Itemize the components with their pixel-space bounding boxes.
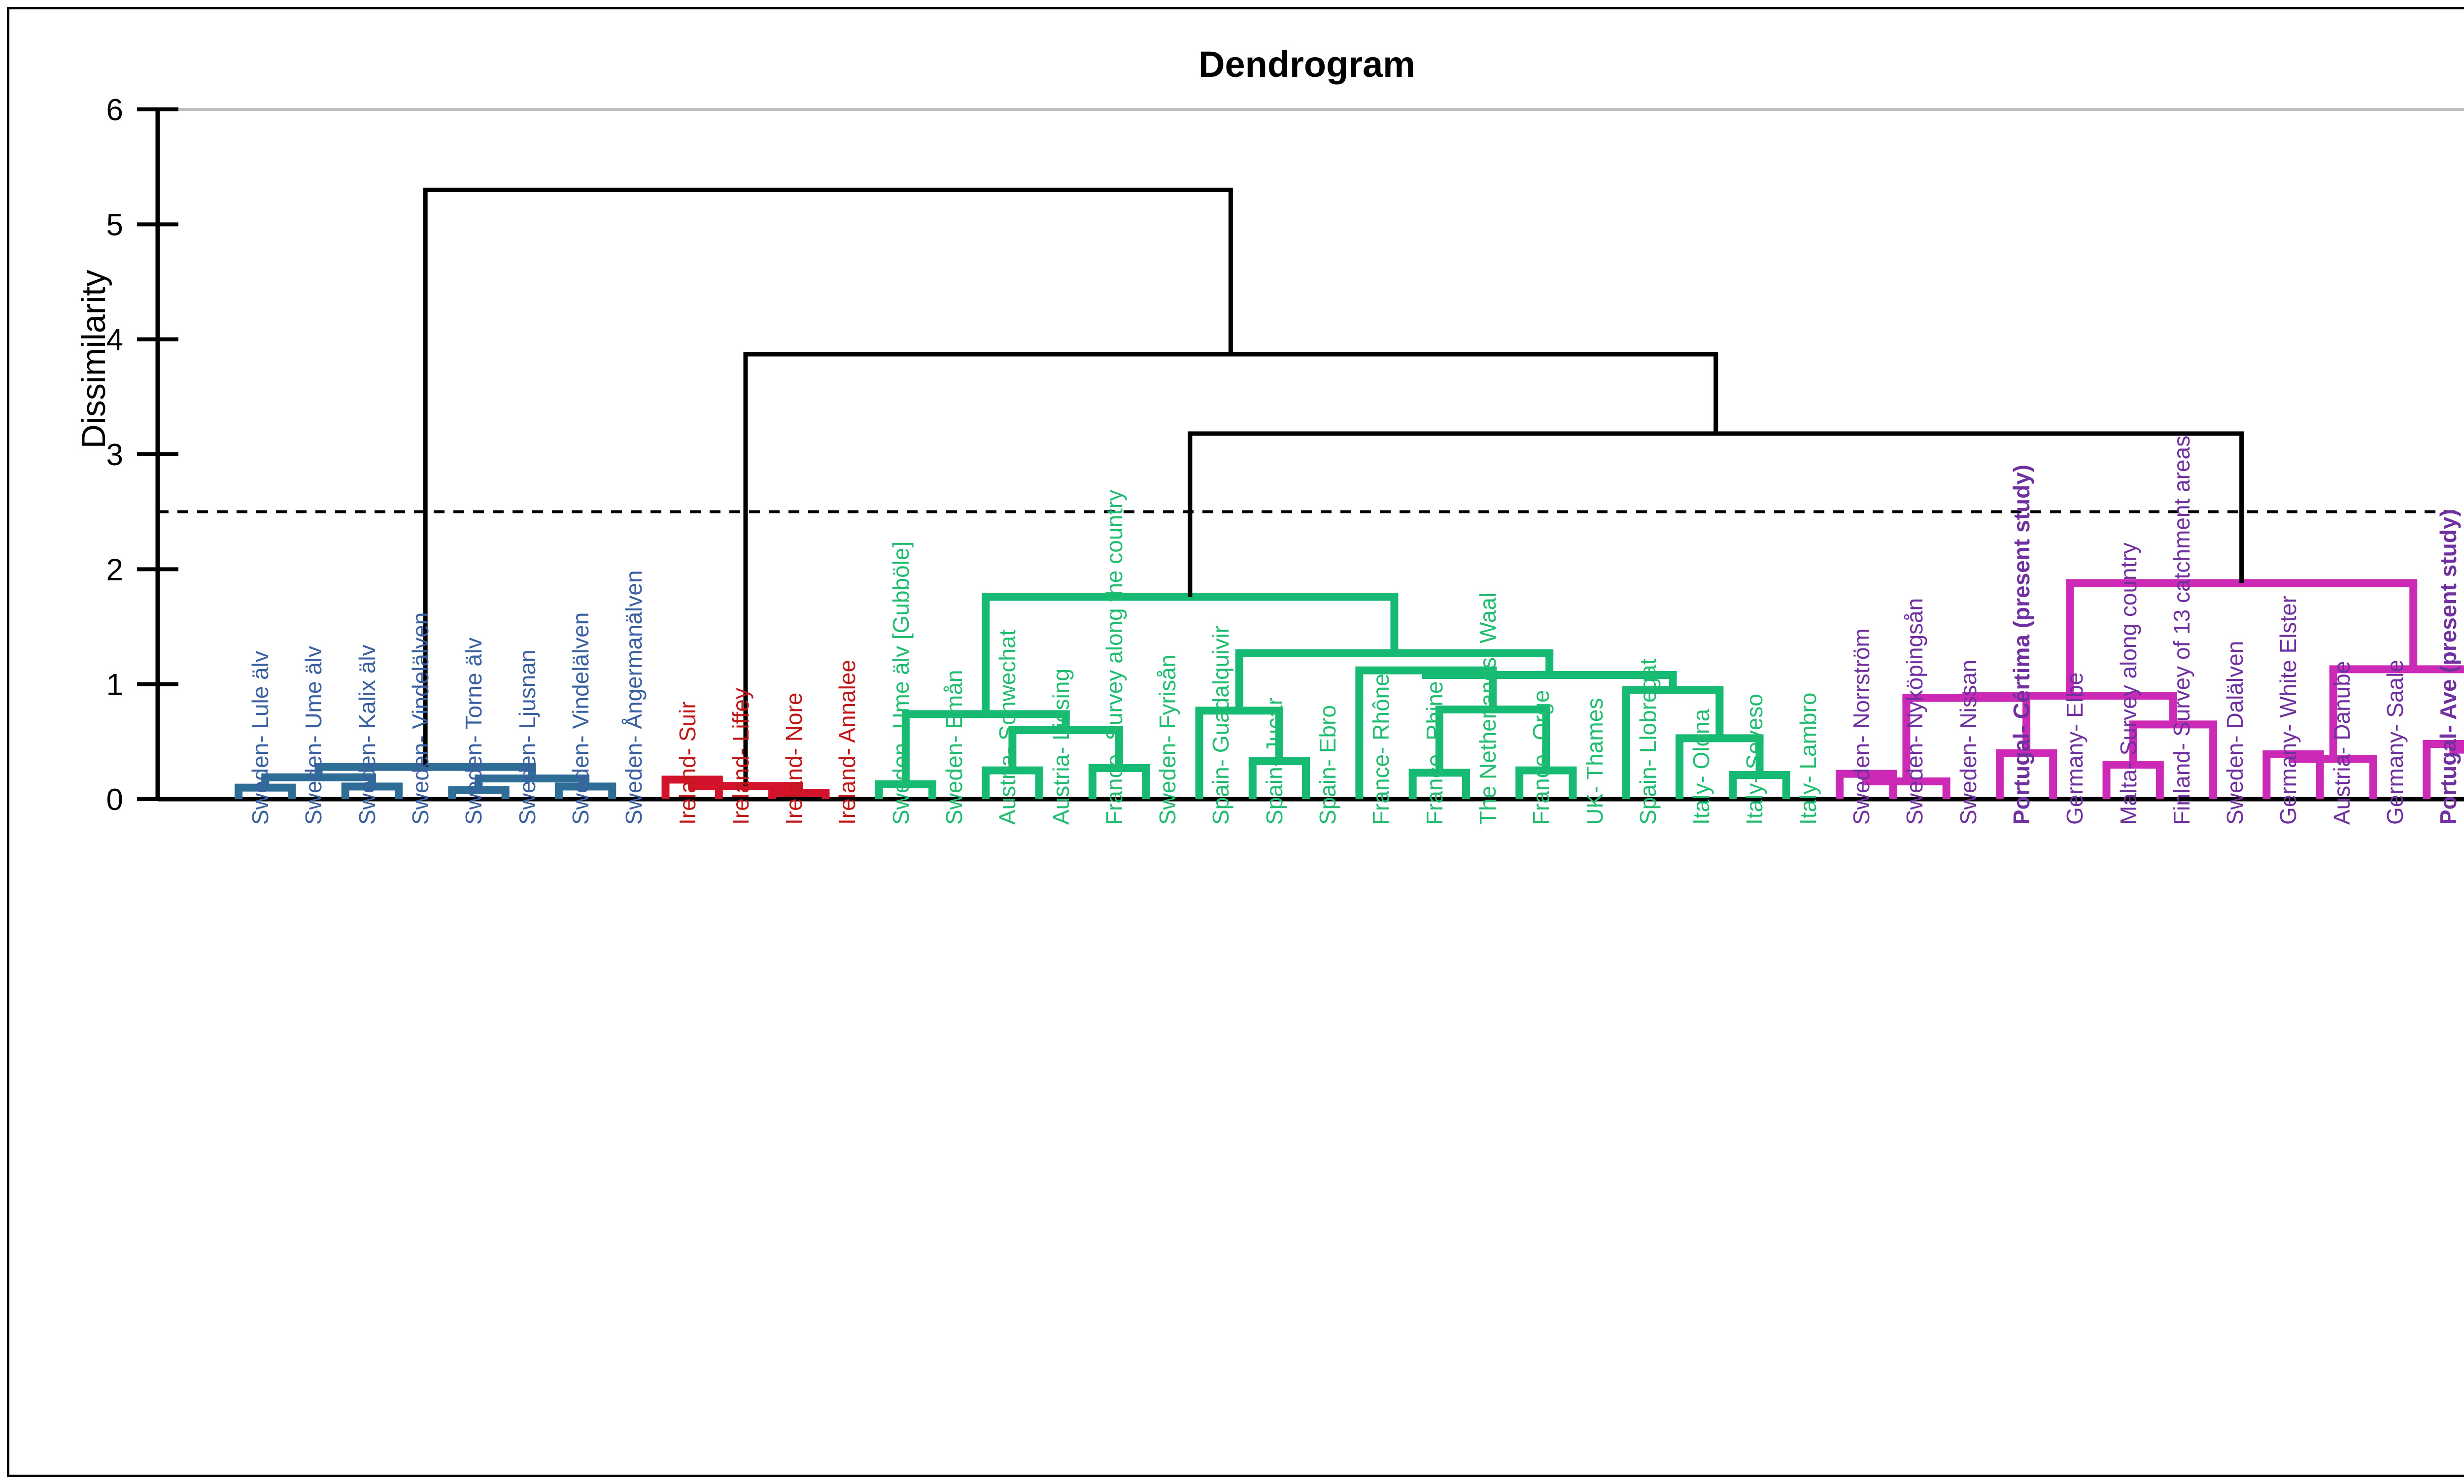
leaf-label-10: Ireland- Nore xyxy=(781,692,807,825)
leaf-label-23: The Netherlands- Waal xyxy=(1474,592,1501,825)
leaf-label-16: France- Survey along the country xyxy=(1101,489,1127,825)
page-title: Dendrogram xyxy=(1198,44,1415,85)
dendro-merge-m38 xyxy=(2449,744,2464,754)
leaf-label-14: Austria- Schwechat xyxy=(994,629,1021,825)
leaf-label-21: France- Rhône xyxy=(1368,674,1394,825)
leaf-label-37: Sweden- Dalälven xyxy=(2222,641,2248,825)
leaf-label-0: Sweden- Lule älv xyxy=(247,651,274,825)
leaf-label-29: Italy- Lambro xyxy=(1795,692,1821,825)
leaf-label-41: Portugal- Ave (present study) xyxy=(2435,509,2462,825)
y-tick-label: 2 xyxy=(106,553,123,587)
leaf-label-7: Sweden- Ångermanälven xyxy=(621,570,647,825)
leaf-label-12: Sweden- Ume älv [Gubböle] xyxy=(888,541,914,825)
leaf-label-34: Germany- Elbe xyxy=(2062,672,2088,825)
leaf-label-27: Italy- Olona xyxy=(1688,708,1714,825)
leaf-label-13: Sweden- Emån xyxy=(941,670,967,825)
leaf-label-26: Spain- Llobregat xyxy=(1635,658,1661,825)
leaf-label-35: Malta- Survey along country xyxy=(2115,542,2141,825)
leaf-label-38: Germany- White Elster xyxy=(2275,595,2301,825)
leaf-label-31: Sweden- Nyköpingsån xyxy=(1902,598,1928,825)
leaf-label-32: Sweden- Nissan xyxy=(1955,660,1981,825)
leaf-label-33: Portugal- Cértima (present study) xyxy=(2008,465,2034,825)
y-tick-label: 4 xyxy=(106,323,123,357)
leaf-label-1: Sweden- Ume älv xyxy=(301,645,327,825)
y-tick-label: 5 xyxy=(106,208,123,242)
leaf-label-15: Austria- Liesing xyxy=(1048,668,1074,825)
y-tick-label: 0 xyxy=(106,783,123,817)
y-tick-label: 6 xyxy=(106,93,123,127)
leaf-label-6: Sweden- Vindelälven xyxy=(567,612,593,825)
figure-border xyxy=(7,7,2464,1477)
leaf-label-3: Sweden- Vindelälven xyxy=(408,612,434,825)
leaf-label-9: Ireland- Liffey xyxy=(727,688,753,825)
y-tick-label: 3 xyxy=(106,438,123,472)
leaf-label-30: Sweden- Norrström xyxy=(1848,628,1875,825)
leaf-label-20: Spain- Ebro xyxy=(1315,705,1341,825)
leaf-label-18: Spain- Guadalquivir xyxy=(1208,625,1234,825)
leaf-label-25: UK- Thames xyxy=(1581,698,1608,825)
leaf-label-19: Spain- Jucar xyxy=(1261,697,1287,825)
leaf-label-40: Germany- Saale xyxy=(2382,660,2408,825)
leaf-label-8: Ireland- Suir xyxy=(674,701,700,825)
leaf-label-36: Finland- Survey of 13 catchment areas xyxy=(2168,435,2194,825)
leaf-label-5: Sweden- Ljusnan xyxy=(514,649,540,825)
dendro-merge-m41 xyxy=(1188,431,2244,597)
leaf-label-4: Sweden- Torne älv xyxy=(461,637,487,825)
leaf-label-28: Italy- Seveso xyxy=(1742,694,1768,825)
leaf-label-39: Austria- Danube xyxy=(2328,661,2355,825)
leaf-label-22: France- Rhine xyxy=(1421,681,1447,825)
y-tick-label: 1 xyxy=(106,668,123,702)
leaf-label-24: France- Orge xyxy=(1528,690,1554,825)
leaf-label-11: Ireland- Annalee xyxy=(834,659,860,825)
leaf-label-2: Sweden- Kalix älv xyxy=(354,644,380,825)
leaf-label-17: Sweden- Fyrisån xyxy=(1155,654,1181,825)
